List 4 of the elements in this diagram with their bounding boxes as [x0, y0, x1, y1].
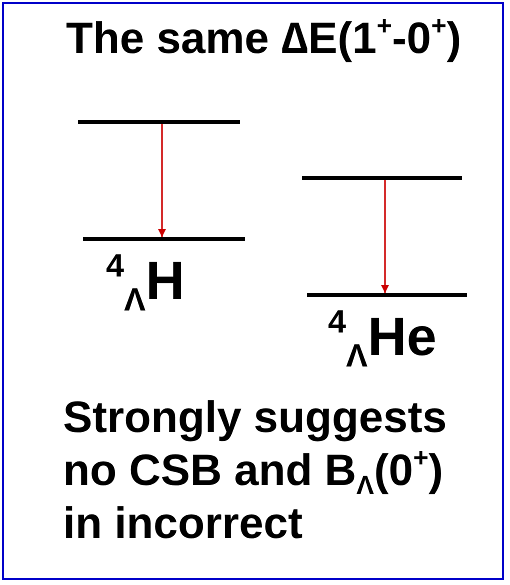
title: The same ∆E(1$^{+}$-0$^{+}$) [66, 14, 462, 64]
transition-arrow [158, 124, 166, 237]
transition-arrow [381, 180, 389, 293]
caption: Strongly suggests no CSB and B$_{Λ}$(0$^{+}$) in incorrect [63, 392, 448, 550]
